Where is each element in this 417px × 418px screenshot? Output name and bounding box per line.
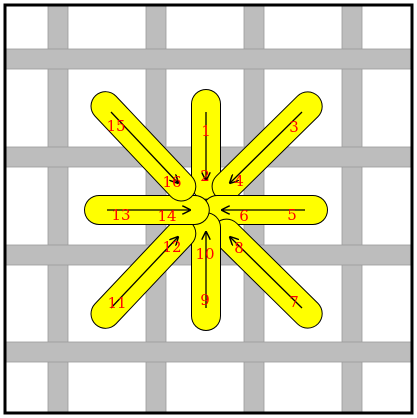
stitch-number-label: 9 [200, 291, 210, 309]
stitch-number-label: 6 [239, 207, 249, 225]
stitch-number-label: 5 [287, 206, 297, 224]
stitch-bottom: 9 10 [195, 227, 214, 316]
stitch-number-label: 8 [234, 239, 244, 257]
stitch-number-label: 2 [200, 167, 210, 185]
horizontal-thread [5, 342, 412, 362]
stitch-number-label: 10 [195, 245, 214, 263]
stitch-top: 12 [200, 104, 211, 185]
stitch-number-label: 4 [234, 172, 244, 190]
horizontal-thread [5, 49, 412, 69]
stitch-number-label: 12 [162, 238, 181, 256]
stitch-number-label: 7 [289, 293, 299, 311]
stitch-number-label: 14 [157, 207, 176, 225]
stitch-number-label: 1 [201, 122, 211, 140]
stitch-number-label: 11 [107, 294, 126, 312]
stitch-left: 13 14 [99, 206, 195, 225]
stitch-number-label: 16 [162, 173, 181, 191]
stitch-number-label: 3 [289, 118, 299, 136]
stitch-number-label: 13 [111, 206, 130, 224]
stitch-number-label: 15 [106, 117, 125, 135]
